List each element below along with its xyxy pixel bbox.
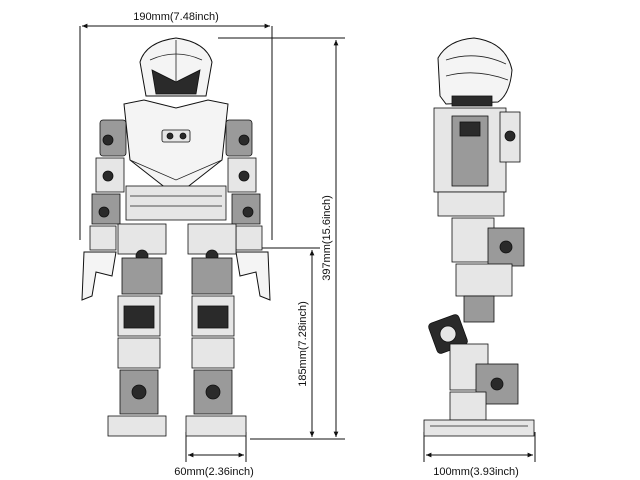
dimension-leg-height: 185mm(7.28inch) <box>245 247 320 437</box>
dimension-foot-width: 60mm(2.36inch) <box>174 432 254 478</box>
front-view <box>81 37 271 437</box>
robot-left-arm <box>81 119 127 301</box>
height-label: 397mm(15.6inch) <box>321 195 333 281</box>
dimension-total-height: 397mm(15.6inch) <box>218 37 345 440</box>
robot-hips <box>117 223 237 295</box>
side-foot <box>423 391 535 437</box>
side-head <box>437 37 513 107</box>
side-torso <box>433 107 521 217</box>
side-thigh <box>451 217 525 323</box>
leg-height-label: 185mm(7.28inch) <box>297 301 309 387</box>
robot-right-leg <box>185 295 247 437</box>
robot-chest <box>123 99 229 221</box>
foot-width-label: 60mm(2.36inch) <box>174 466 253 478</box>
robot-right-arm <box>225 119 271 301</box>
dimension-width-top: 190mm(7.48inch) <box>79 11 273 240</box>
robot-head <box>139 37 213 97</box>
side-view <box>423 37 535 437</box>
robot-left-leg <box>107 295 167 437</box>
depth-label: 100mm(3.93inch) <box>433 466 519 478</box>
width-label: 190mm(7.48inch) <box>133 11 219 23</box>
dimension-depth: 100mm(3.93inch) <box>423 432 536 478</box>
side-shin <box>428 314 519 405</box>
